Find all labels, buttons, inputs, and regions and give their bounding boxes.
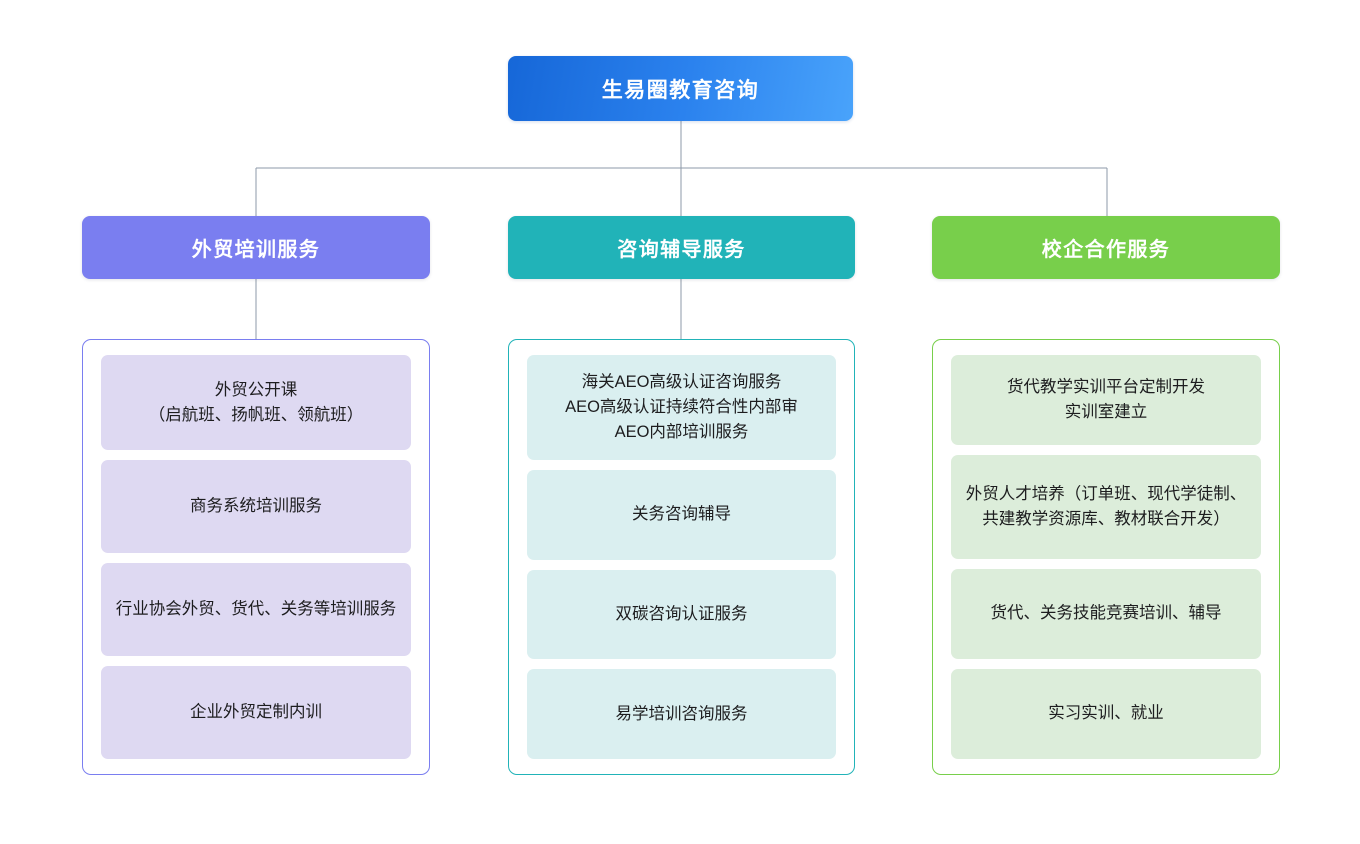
item-card-label: 海关AEO高级认证咨询服务 AEO高级认证持续符合性内部审 AEO内部培训服务 — [565, 372, 798, 442]
column-header-consulting-tutoring[interactable]: 咨询辅导服务 — [508, 216, 855, 279]
column-body-consulting-tutoring: 海关AEO高级认证咨询服务 AEO高级认证持续符合性内部审 AEO内部培训服务 … — [508, 339, 855, 775]
item-card[interactable]: 实习实训、就业 — [951, 669, 1261, 759]
item-card-label: 易学培训咨询服务 — [615, 704, 748, 723]
column-consulting-tutoring: 咨询辅导服务 海关AEO高级认证咨询服务 AEO高级认证持续符合性内部审 AEO… — [508, 216, 855, 775]
item-card-label: 双碳咨询认证服务 — [615, 605, 748, 624]
column-header-label: 咨询辅导服务 — [617, 239, 746, 261]
item-card[interactable]: 外贸公开课 （启航班、扬帆班、领航班） — [101, 355, 411, 451]
item-card[interactable]: 货代教学实训平台定制开发 实训室建立 — [951, 355, 1261, 445]
item-card[interactable]: 行业协会外贸、货代、关务等培训服务 — [101, 563, 411, 657]
item-card[interactable]: 关务咨询辅导 — [527, 470, 836, 560]
item-card-label: 企业外贸定制内训 — [190, 703, 322, 721]
column-body-foreign-trade-training: 外贸公开课 （启航班、扬帆班、领航班） 商务系统培训服务 行业协会外贸、货代、关… — [82, 339, 430, 775]
item-card-label: 实习实训、就业 — [1048, 704, 1164, 723]
root-node[interactable]: 生易圈教育咨询 — [508, 56, 853, 121]
item-card[interactable]: 易学培训咨询服务 — [527, 669, 836, 760]
column-header-foreign-trade-training[interactable]: 外贸培训服务 — [82, 216, 430, 279]
item-card-label: 商务系统培训服务 — [190, 497, 322, 516]
item-card[interactable]: 商务系统培训服务 — [101, 460, 411, 554]
column-header-label: 校企合作服务 — [1041, 239, 1171, 261]
item-card[interactable]: 货代、关务技能竞赛培训、辅导 — [951, 569, 1261, 659]
column-header-label: 外贸培训服务 — [191, 239, 321, 261]
item-card-label: 货代、关务技能竞赛培训、辅导 — [990, 604, 1222, 623]
item-card[interactable]: 企业外贸定制内训 — [101, 666, 411, 759]
item-card-label: 货代教学实训平台定制开发 实训室建立 — [1007, 377, 1205, 421]
item-card[interactable]: 双碳咨询认证服务 — [527, 569, 836, 660]
item-card-label: 行业协会外贸、货代、关务等培训服务 — [115, 600, 397, 619]
item-card[interactable]: 外贸人才培养（订单班、现代学徒制、共建教学资源库、教材联合开发） — [951, 454, 1261, 560]
column-header-school-enterprise-cooperation[interactable]: 校企合作服务 — [932, 216, 1280, 279]
root-node-label: 生易圈教育咨询 — [601, 78, 760, 102]
column-school-enterprise-cooperation: 校企合作服务 货代教学实训平台定制开发 实训室建立 外贸人才培养（订单班、现代学… — [932, 216, 1280, 775]
item-card-label: 外贸人才培养（订单班、现代学徒制、共建教学资源库、教材联合开发） — [965, 484, 1247, 528]
column-body-school-enterprise-cooperation: 货代教学实训平台定制开发 实训室建立 外贸人才培养（订单班、现代学徒制、共建教学… — [932, 339, 1280, 775]
item-card-label: 关务咨询辅导 — [632, 505, 731, 524]
item-card[interactable]: 海关AEO高级认证咨询服务 AEO高级认证持续符合性内部审 AEO内部培训服务 — [527, 355, 836, 461]
column-foreign-trade-training: 外贸培训服务 外贸公开课 （启航班、扬帆班、领航班） 商务系统培训服务 行业协会… — [82, 216, 430, 775]
item-card-label: 外贸公开课 （启航班、扬帆班、领航班） — [148, 380, 364, 424]
